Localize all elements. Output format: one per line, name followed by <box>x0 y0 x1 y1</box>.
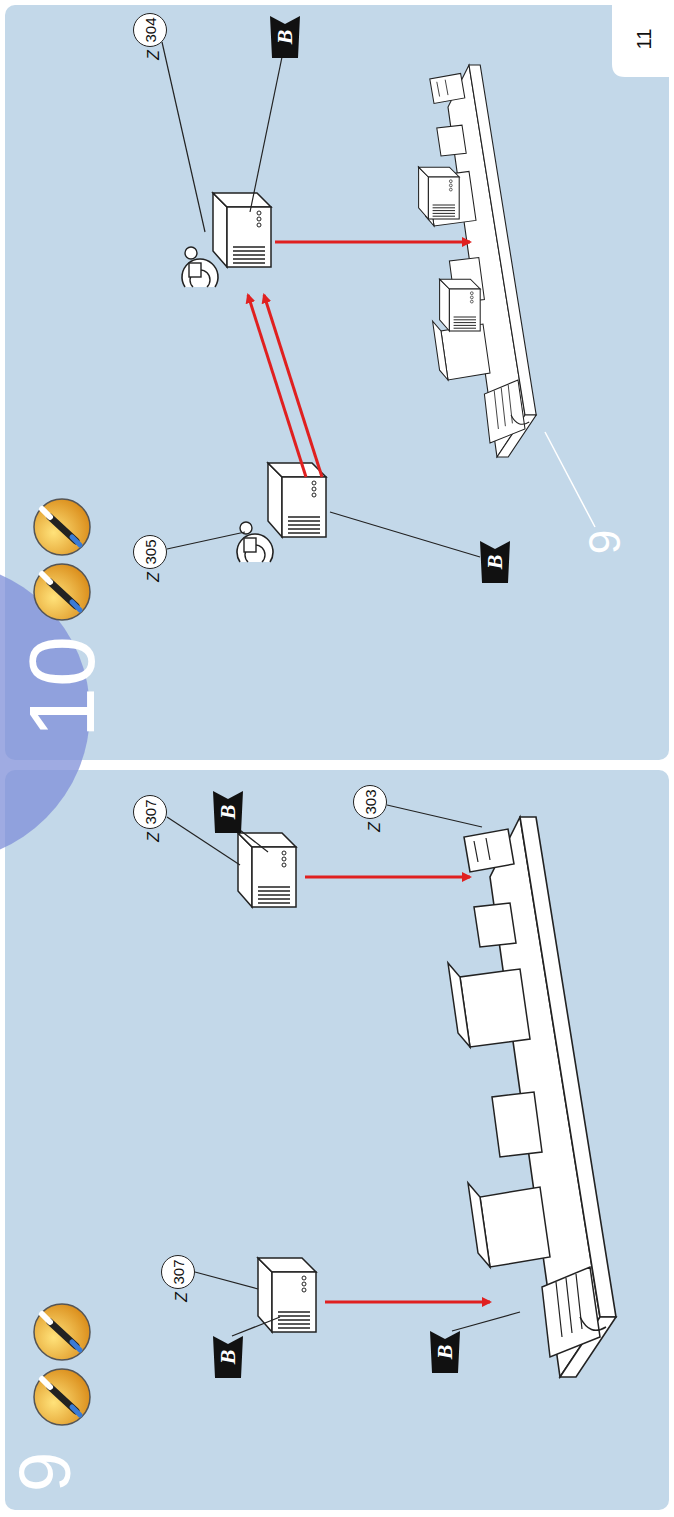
part-prefix: Z <box>173 1292 191 1302</box>
part-number-circle: 303 <box>353 785 387 819</box>
part-number: 307 <box>170 1259 187 1284</box>
material-flag: B <box>270 16 300 58</box>
material-flag: B <box>213 791 243 833</box>
page-number: 11 <box>633 29 656 50</box>
step-reference: 9 <box>580 530 630 554</box>
flag-letter: B <box>215 1350 241 1365</box>
part-number-circle: 305 <box>133 535 167 569</box>
material-flag: B <box>213 1336 243 1378</box>
step-number: 9 <box>4 1452 86 1492</box>
part-prefix: Z <box>145 572 163 582</box>
part-prefix: Z <box>145 50 163 60</box>
part-number: 303 <box>362 789 379 814</box>
material-flag: B <box>430 1331 460 1373</box>
part-number-circle: 304 <box>133 13 167 47</box>
part-prefix: Z <box>366 822 384 832</box>
material-flag: B <box>480 541 510 583</box>
part-number: 307 <box>142 799 159 824</box>
step-number: 10 <box>10 636 115 738</box>
part-number-circle: 307 <box>161 1255 195 1289</box>
flag-letter: B <box>482 555 508 570</box>
part-prefix: Z <box>145 832 163 842</box>
flag-letter: B <box>272 30 298 45</box>
flag-letter: B <box>215 805 241 820</box>
part-number: 304 <box>142 17 159 42</box>
part-number-circle: 307 <box>133 795 167 829</box>
flag-letter: B <box>432 1345 458 1360</box>
part-number: 305 <box>142 539 159 564</box>
